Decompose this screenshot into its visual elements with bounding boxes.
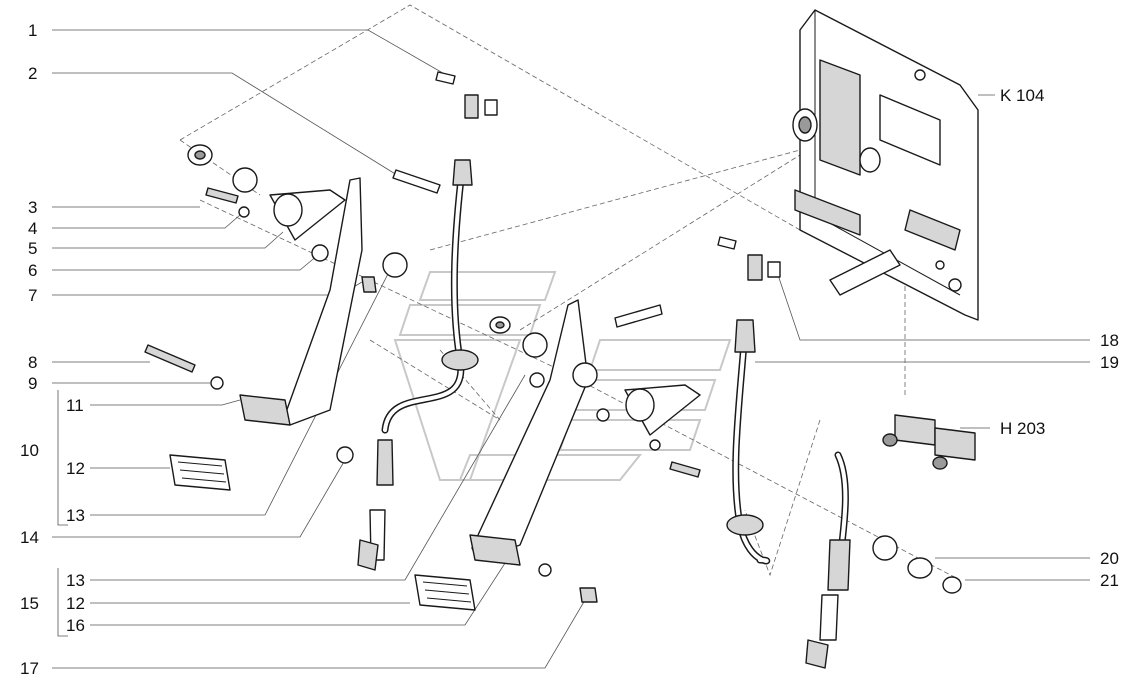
callout-16: 16	[66, 616, 85, 635]
callout-2: 2	[28, 64, 37, 83]
callout-1: 1	[28, 21, 37, 40]
callout-18: 18	[1100, 331, 1119, 350]
callout-20: 20	[1100, 549, 1119, 568]
right-pedal-assembly	[414, 299, 701, 611]
brake-cable	[717, 236, 962, 669]
callout-11: 11	[66, 396, 84, 415]
left-pedal-assembly	[144, 144, 441, 491]
callout-6: 6	[28, 261, 37, 280]
callout-17: 17	[20, 659, 39, 678]
callout-9: 9	[28, 374, 37, 393]
callout-12-upper: 12	[66, 459, 85, 478]
callout-14: 14	[20, 528, 39, 547]
callout-8: 8	[28, 353, 37, 372]
callout-5: 5	[28, 239, 37, 258]
clutch-cable	[357, 71, 498, 571]
callout-k104: K 104	[1000, 86, 1044, 105]
callout-h203: H 203	[1000, 419, 1045, 438]
callout-4: 4	[28, 219, 37, 238]
callout-10: 10	[20, 441, 39, 460]
callout-15: 15	[20, 594, 39, 613]
bracket-assembly-k104	[792, 9, 979, 321]
callout-13-upper: 13	[66, 506, 85, 525]
callout-3: 3	[28, 198, 37, 217]
callout-19: 19	[1100, 353, 1119, 372]
sensor-h203	[882, 414, 976, 470]
callout-7: 7	[28, 286, 37, 305]
callout-12-lower: 12	[66, 594, 85, 613]
callout-labels-left: 1 2 3 4 5 6 7 8 9 10 11 12 13 14 13 15 1…	[20, 21, 85, 678]
callout-21: 21	[1100, 571, 1119, 590]
callout-labels-right: K 104 18 19 H 203 20 21	[1000, 86, 1119, 590]
callout-13-lower: 13	[66, 571, 85, 590]
